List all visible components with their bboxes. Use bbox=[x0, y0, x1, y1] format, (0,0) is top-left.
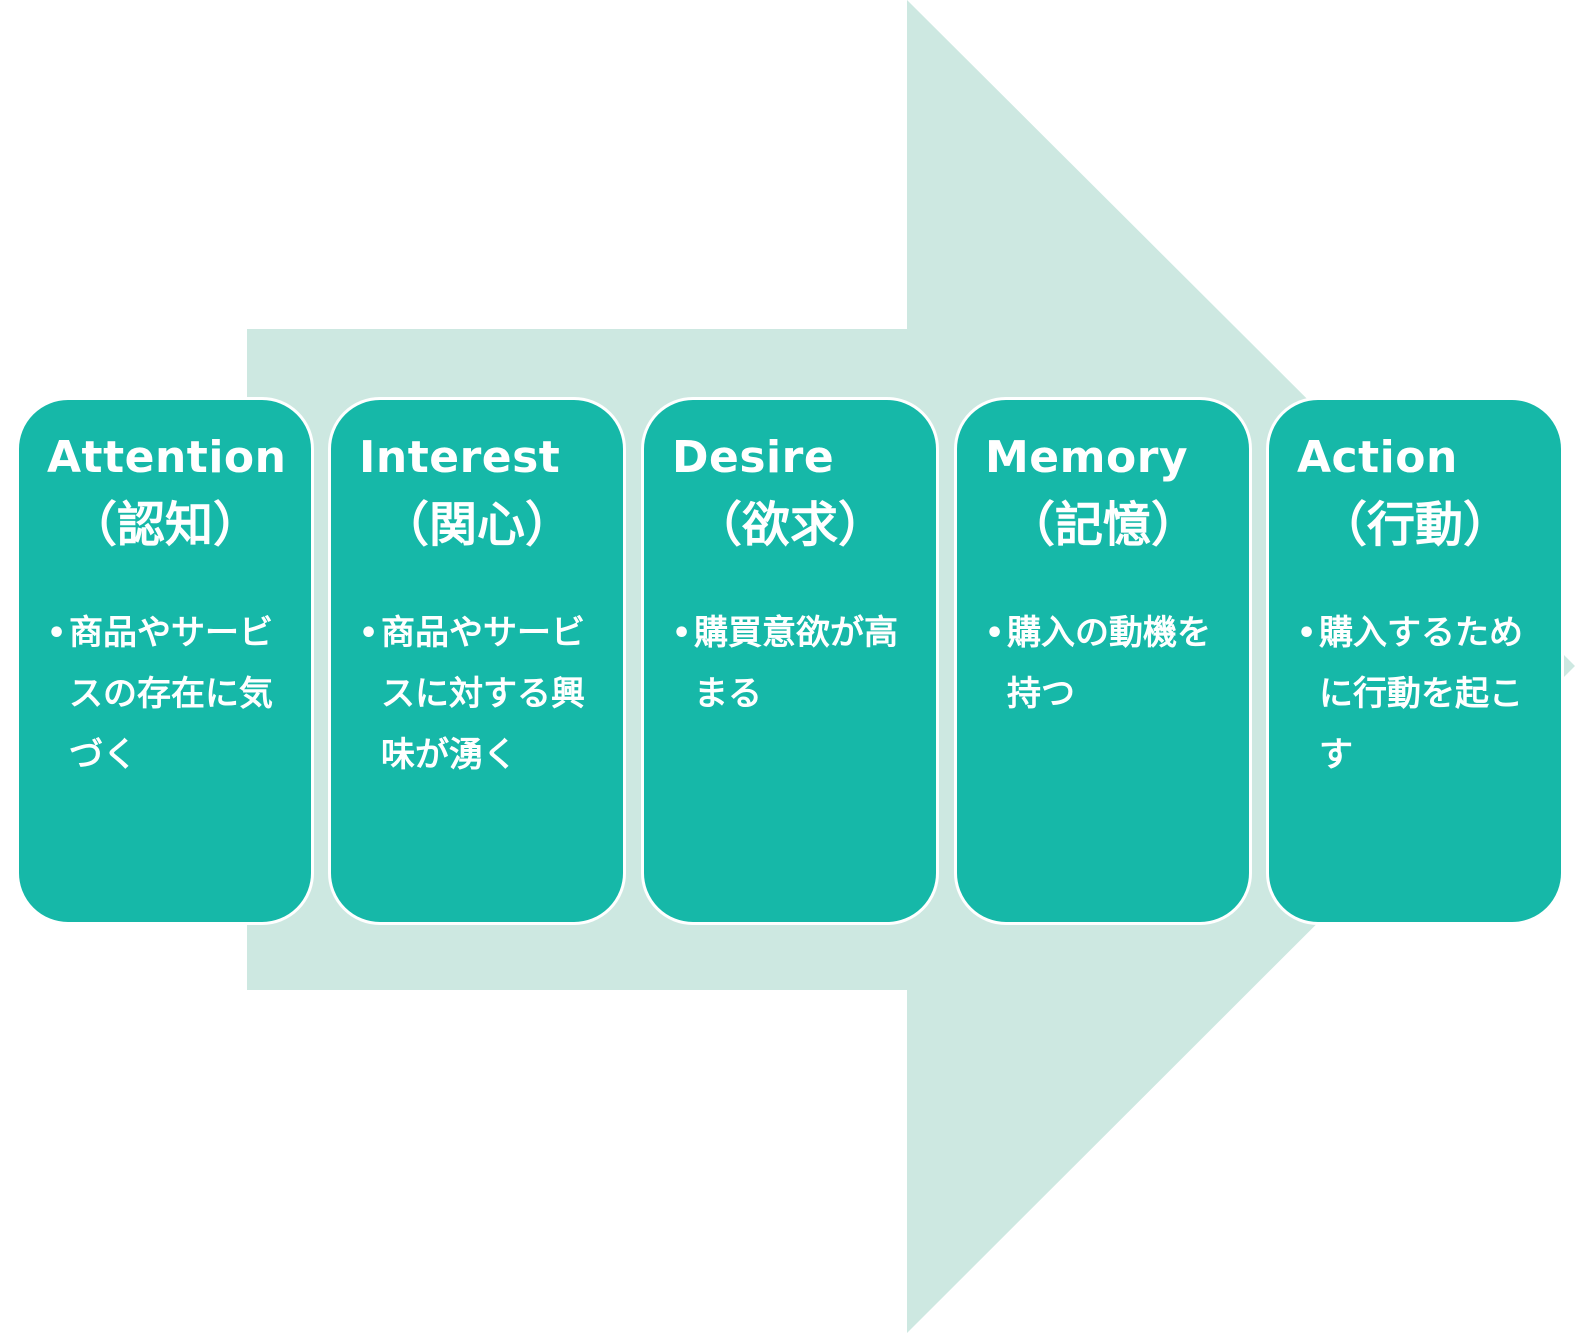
stage-card-desire: Desire （欲求） • 購買意欲が高まる bbox=[641, 397, 939, 925]
stage-card-interest: Interest （関心） • 商品やサービスに対する興味が湧く bbox=[328, 397, 626, 925]
bullet-icon: • bbox=[359, 616, 379, 651]
bullet-icon: • bbox=[47, 616, 67, 651]
bullet-icon: • bbox=[672, 616, 692, 651]
stage-subtitle: （欲求） bbox=[694, 497, 887, 553]
bullet-icon: • bbox=[985, 616, 1005, 651]
stage-description-text: 購入の動機を持つ bbox=[1007, 613, 1211, 714]
stage-subtitle: （行動） bbox=[1319, 497, 1512, 553]
stage-description-text: 商品やサービスに対する興味が湧く bbox=[381, 613, 585, 775]
stage-description-text: 購入するために行動を起こす bbox=[1319, 613, 1523, 775]
stage-title: Action bbox=[1297, 432, 1458, 483]
stage-description: • 購買意欲が高まる bbox=[672, 603, 912, 725]
stage-card-action: Action （行動） • 購入するために行動を起こす bbox=[1266, 397, 1564, 925]
stage-title: Interest bbox=[359, 432, 561, 483]
stage-subtitle: （記憶） bbox=[1007, 497, 1200, 553]
stage-title: Memory bbox=[985, 432, 1189, 483]
stage-description: • 商品やサービスの存在に気づく bbox=[47, 603, 287, 786]
stage-title: Desire bbox=[672, 432, 835, 483]
stage-card-attention: Attention （認知） • 商品やサービスの存在に気づく bbox=[16, 397, 314, 925]
stage-description: • 商品やサービスに対する興味が湧く bbox=[359, 603, 599, 786]
stage-title: Attention bbox=[47, 432, 287, 483]
stage-card-memory: Memory （記憶） • 購入の動機を持つ bbox=[954, 397, 1252, 925]
stage-subtitle: （関心） bbox=[381, 497, 574, 553]
stage-description-text: 商品やサービスの存在に気づく bbox=[69, 613, 273, 775]
stage-subtitle: （認知） bbox=[69, 497, 262, 553]
bullet-icon: • bbox=[1297, 616, 1317, 651]
stage-description: • 購入するために行動を起こす bbox=[1297, 603, 1537, 786]
stage-description: • 購入の動機を持つ bbox=[985, 603, 1225, 725]
stage-description-text: 購買意欲が高まる bbox=[694, 613, 898, 714]
